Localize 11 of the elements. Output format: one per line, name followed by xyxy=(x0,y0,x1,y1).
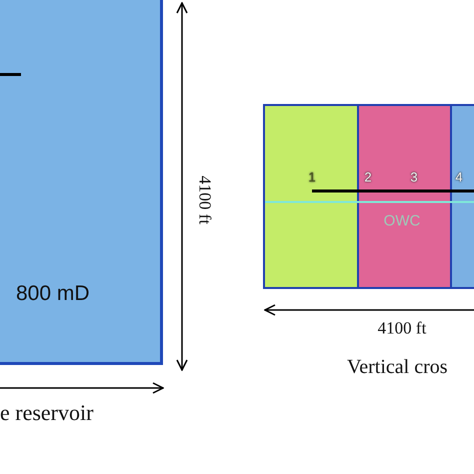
owc-label: OWC xyxy=(384,214,420,228)
well-point-number: 4 xyxy=(455,170,463,184)
well-point-number: 3 xyxy=(410,170,418,184)
reservoir-box xyxy=(0,0,163,365)
dimension-label: 4100 ft xyxy=(196,176,214,224)
well-point-number: 1 xyxy=(308,170,316,184)
well-point-number: 2 xyxy=(364,170,372,184)
dimension-label: 4100 ft xyxy=(378,320,426,336)
figure-caption: Vertical cros xyxy=(347,357,448,377)
figure-caption: e reservoir xyxy=(0,402,94,424)
permeability-label: 800 mD xyxy=(16,283,90,304)
